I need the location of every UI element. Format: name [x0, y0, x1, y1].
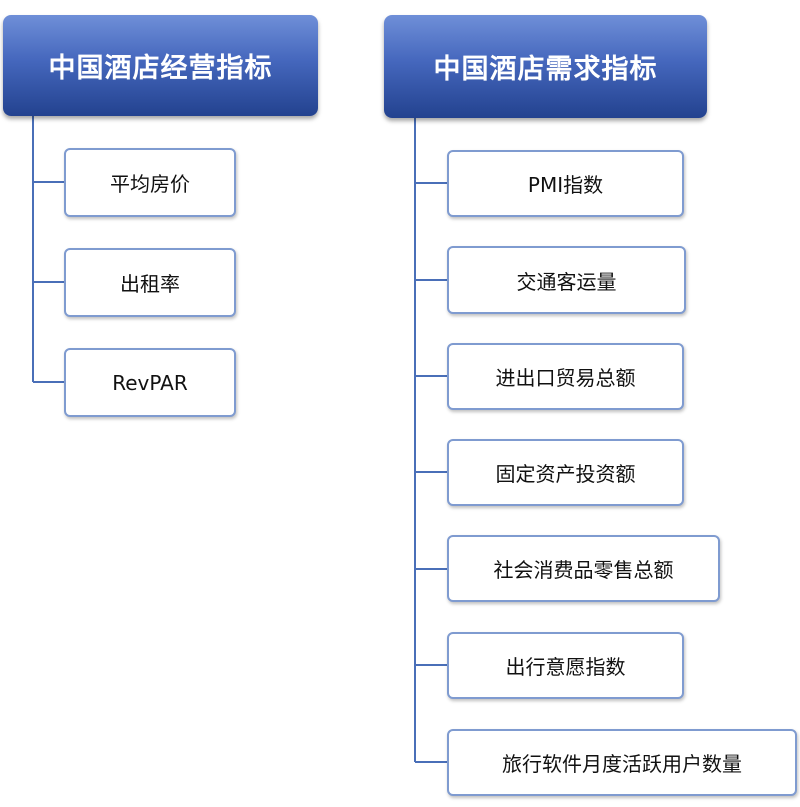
- right-group-title: 中国酒店需求指标: [384, 15, 707, 118]
- right-item-fixed-asset-investment: 固定资产投资额: [447, 439, 684, 506]
- right-item-retail-sales: 社会消费品零售总额: [447, 535, 720, 602]
- right-item-passenger-traffic: 交通客运量: [447, 246, 686, 314]
- left-item-occupancy-rate: 出租率: [64, 248, 236, 317]
- left-group-title: 中国酒店经营指标: [3, 15, 318, 116]
- left-item-average-room-rate: 平均房价: [64, 148, 236, 217]
- right-item-pmi-index: PMI指数: [447, 150, 684, 217]
- right-item-travel-intention-index: 出行意愿指数: [447, 632, 684, 699]
- right-item-import-export-trade: 进出口贸易总额: [447, 343, 684, 410]
- left-item-revpar: RevPAR: [64, 348, 236, 417]
- right-item-travel-app-mau: 旅行软件月度活跃用户数量: [447, 729, 797, 796]
